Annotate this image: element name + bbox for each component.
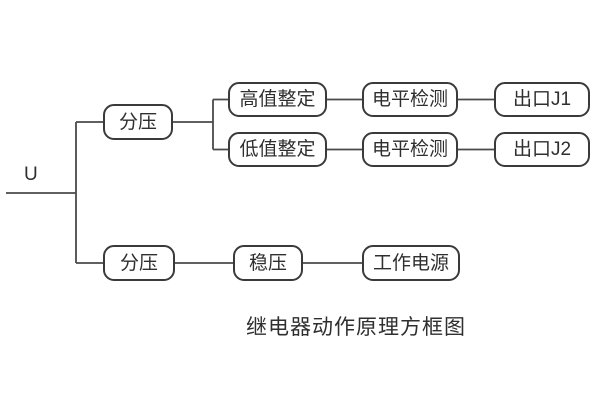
node-outlet-j1: 出口J1 <box>494 82 590 117</box>
node-voltage-stabilizer: 稳压 <box>233 245 303 281</box>
node-level-detection-1: 电平检测 <box>362 82 458 117</box>
diagram-caption: 继电器动作原理方框图 <box>246 316 466 339</box>
connector-path <box>173 98 228 151</box>
node-voltage-divider-bottom: 分压 <box>103 245 175 281</box>
node-low-value-setting: 低值整定 <box>228 132 327 167</box>
connector-path <box>6 121 103 264</box>
node-high-value-setting: 高值整定 <box>228 82 327 117</box>
node-level-detection-2: 电平检测 <box>362 132 458 167</box>
input-voltage-label: U <box>24 164 38 185</box>
node-voltage-divider-top: 分压 <box>103 104 173 140</box>
node-working-power-supply: 工作电源 <box>362 245 460 281</box>
node-outlet-j2: 出口J2 <box>494 132 590 167</box>
